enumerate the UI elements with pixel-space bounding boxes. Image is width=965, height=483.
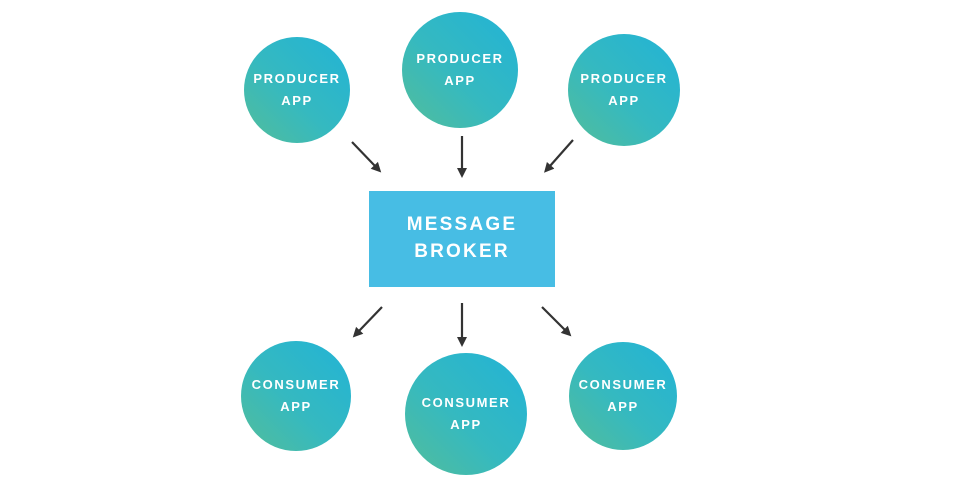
producer-app-1-label-line1: PRODUCER xyxy=(253,70,341,86)
consumer-app-node-2: CONSUMER APP xyxy=(405,353,527,475)
arrow-broker-to-consumer3 xyxy=(541,306,572,337)
producer-app-node-1: PRODUCER APP xyxy=(244,37,350,143)
arrow-broker-to-consumer1 xyxy=(352,306,383,338)
producer-app-2-label-line2: APP xyxy=(444,73,476,88)
arrow-producer1-to-broker xyxy=(351,141,382,173)
consumer-app-2-label-line1: CONSUMER xyxy=(421,394,511,410)
producer-app-1-label-line2: APP xyxy=(281,93,313,108)
message-broker-label-line2: BROKER xyxy=(414,241,510,262)
producer-app-node-2: PRODUCER APP xyxy=(402,12,518,128)
consumer-app-node-3: CONSUMER APP xyxy=(569,342,677,450)
consumer-app-3-label-line1: CONSUMER xyxy=(578,376,668,392)
message-broker-node: MESSAGE BROKER xyxy=(369,191,555,287)
producer-app-3-label-line2: APP xyxy=(608,93,640,108)
producer-app-3-label-line1: PRODUCER xyxy=(580,70,668,86)
producer-app-node-3: PRODUCER APP xyxy=(568,34,680,146)
consumer-app-1-label-line1: CONSUMER xyxy=(251,376,341,392)
consumer-app-3-label-line2: APP xyxy=(607,399,639,414)
consumer-app-2-label-line2: APP xyxy=(450,417,482,432)
consumer-app-node-1: CONSUMER APP xyxy=(241,341,351,451)
message-broker-label-line1: MESSAGE xyxy=(406,214,518,236)
arrow-producer3-to-broker xyxy=(544,139,574,173)
consumer-app-1-label-line2: APP xyxy=(280,399,312,414)
producer-app-2-label-line1: PRODUCER xyxy=(416,50,504,66)
